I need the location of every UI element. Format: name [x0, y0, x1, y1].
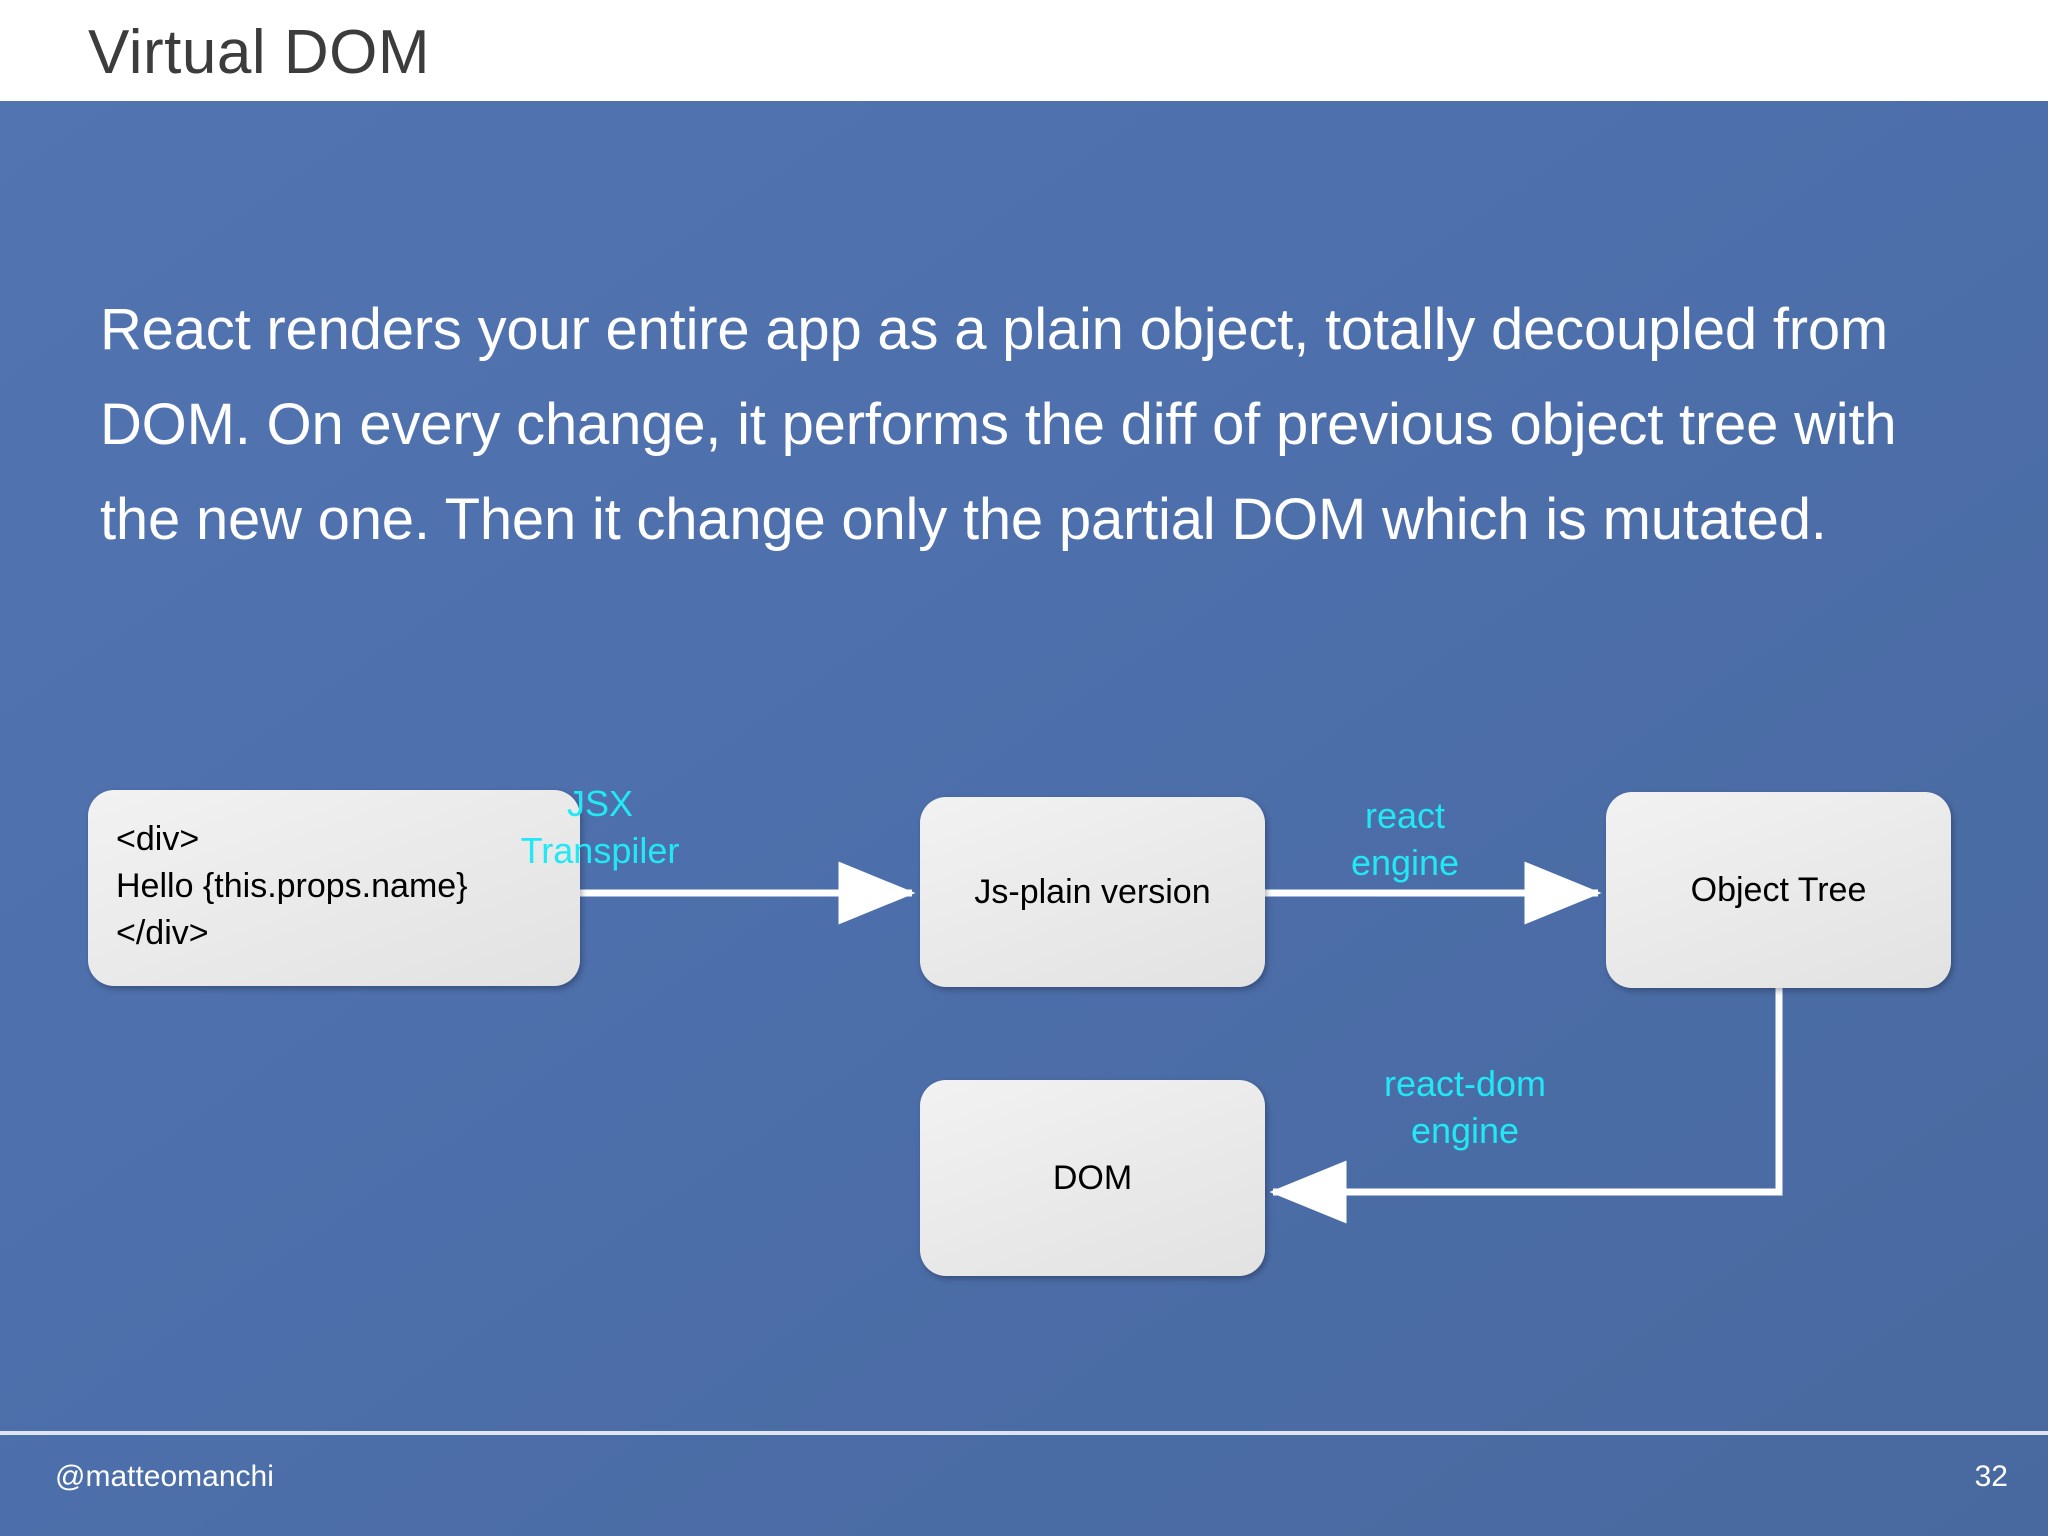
- slide-header: Virtual DOM: [0, 0, 2048, 101]
- edge-label-react-engine: react engine: [1350, 795, 1460, 883]
- node-js-plain-version-label: Js-plain version: [974, 872, 1211, 911]
- node-jsx-code[interactable]: <div> Hello {this.props.name} </div>: [88, 790, 580, 986]
- page-title: Virtual DOM: [88, 18, 430, 87]
- node-object-tree-label: Object Tree: [1690, 870, 1867, 909]
- edge-label-react-dom-engine: react-dom engine: [1383, 1063, 1547, 1151]
- node-object-tree[interactable]: Object Tree: [1606, 792, 1951, 988]
- edge-label-jsx-transpiler: JSX Transpiler: [520, 783, 680, 871]
- node-dom-label: DOM: [1052, 1158, 1133, 1197]
- node-js-plain-version[interactable]: Js-plain version: [920, 797, 1265, 987]
- footer-handle: @matteomanchi: [55, 1460, 274, 1493]
- footer-page-number: 32: [1974, 1460, 2008, 1493]
- node-dom[interactable]: DOM: [920, 1080, 1265, 1276]
- footer-divider: [0, 1431, 2048, 1435]
- node-jsx-code-label: <div> Hello {this.props.name} </div>: [116, 820, 468, 952]
- body-paragraph: React renders your entire app as a plain…: [100, 297, 1897, 552]
